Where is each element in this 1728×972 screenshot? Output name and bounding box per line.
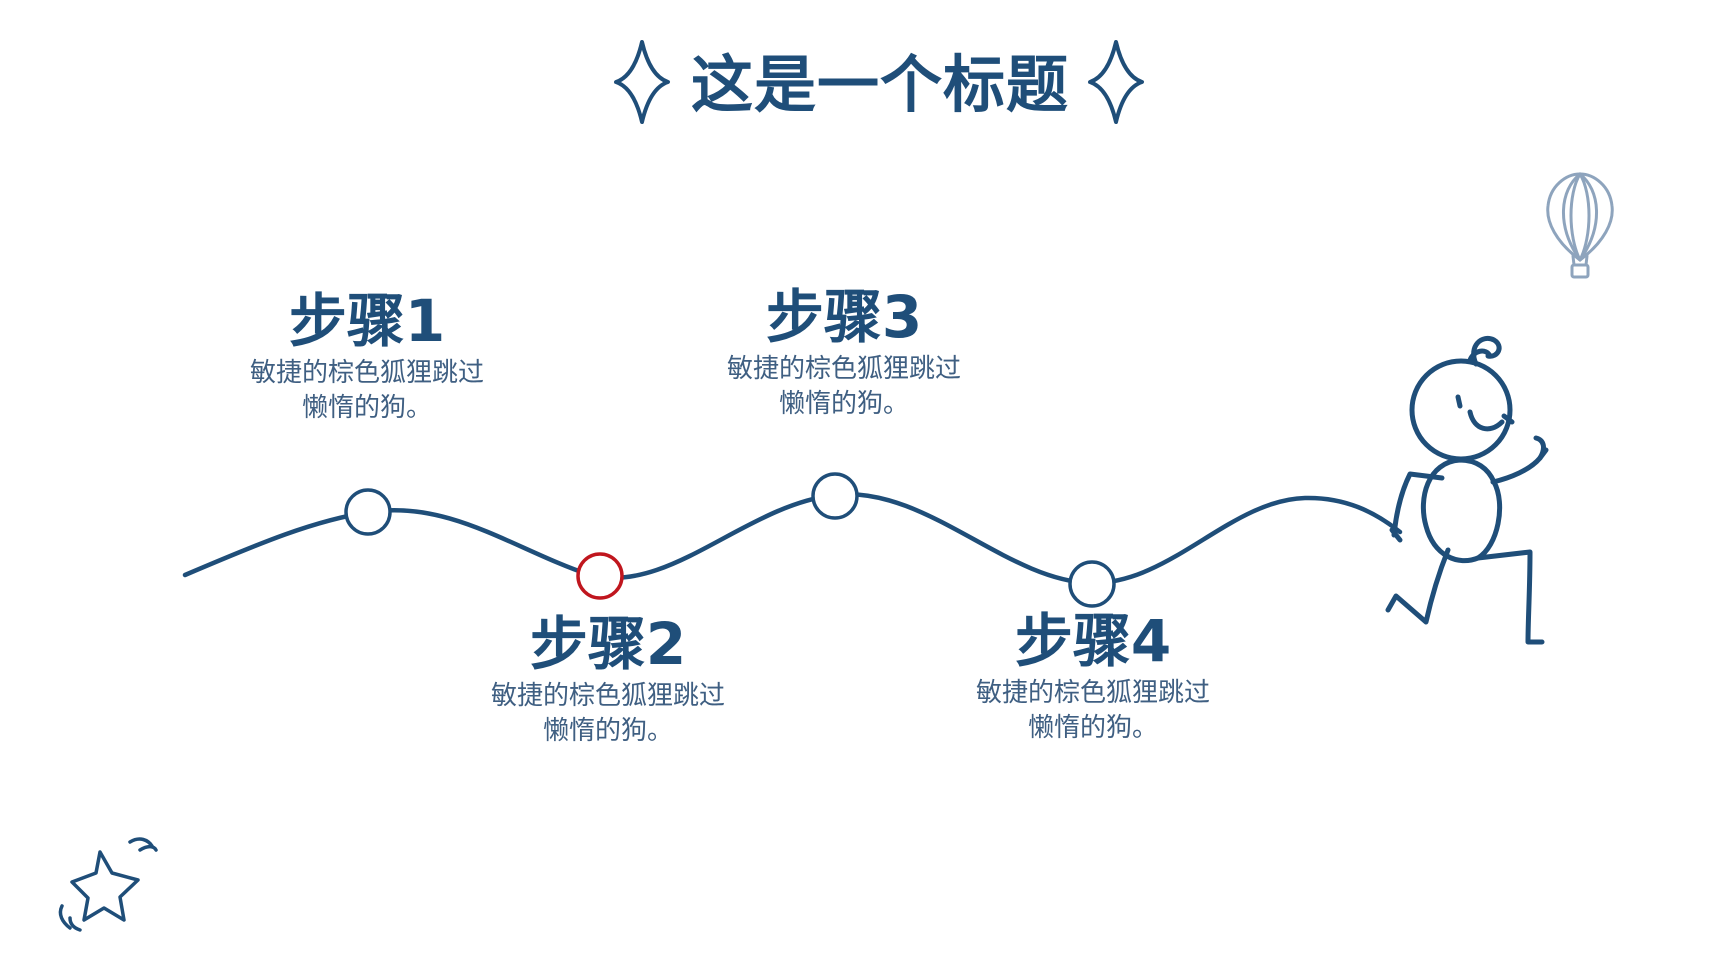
stick-figure-runner-icon: [1385, 336, 1549, 645]
step-description: 懒惰的狗。: [542, 716, 673, 746]
hot-air-balloon-icon: [1546, 172, 1614, 279]
step-1: 步骤1 敏捷的棕色狐狸跳过 懒惰的狗。: [197, 286, 537, 426]
step-3: 步骤3 敏捷的棕色狐狸跳过 懒惰的狗。: [674, 282, 1014, 422]
sparkle-star-icon: [1088, 40, 1144, 124]
step-title: 步骤4: [1014, 607, 1172, 675]
step-description: 敏捷的棕色狐狸跳过: [490, 681, 725, 711]
page-title: 这是一个标题: [690, 48, 1069, 121]
timeline-node-1: [344, 488, 392, 536]
step-title: 步骤1: [288, 287, 446, 355]
step-title: 步骤3: [765, 283, 923, 351]
step-description: 敏捷的棕色狐狸跳过: [975, 678, 1210, 708]
step-description: 敏捷的棕色狐狸跳过: [726, 354, 961, 384]
step-description: 懒惰的狗。: [1027, 713, 1158, 743]
step-description: 懒惰的狗。: [778, 389, 909, 419]
timeline-node-3: [811, 472, 859, 520]
step-description: 敏捷的棕色狐狸跳过: [249, 358, 484, 388]
timeline-node-2: [576, 552, 624, 600]
step-title: 步骤2: [529, 610, 687, 678]
sparkle-star-icon: [614, 40, 670, 124]
step-description: 懒惰的狗。: [301, 393, 432, 423]
step-4: 步骤4 敏捷的棕色狐狸跳过 懒惰的狗。: [923, 606, 1263, 746]
step-2: 步骤2 敏捷的棕色狐狸跳过 懒惰的狗。: [438, 609, 778, 749]
timeline-node-4: [1068, 560, 1116, 608]
doodle-star-icon: [58, 837, 158, 932]
